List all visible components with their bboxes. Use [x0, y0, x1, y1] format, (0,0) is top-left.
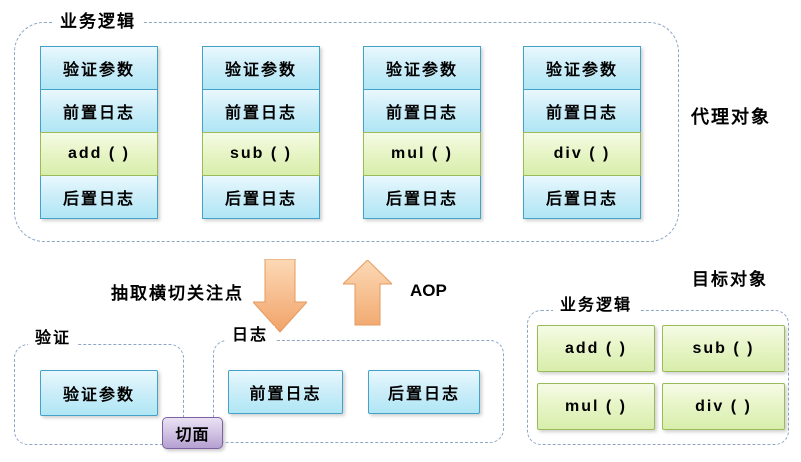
cell-post-log: 后置日志 — [40, 175, 158, 219]
cell-validate-params: 验证参数 — [363, 46, 481, 90]
box-post-log: 后置日志 — [368, 370, 480, 414]
cell-post-log: 后置日志 — [363, 175, 481, 219]
cell-validate-params: 验证参数 — [202, 46, 320, 90]
cell-validate-params: 验证参数 — [40, 46, 158, 90]
down-arrow-icon — [253, 259, 307, 333]
cell-post-log: 后置日志 — [202, 175, 320, 219]
cell-pre-log: 前置日志 — [40, 89, 158, 133]
method-column-div: 验证参数 前置日志 div ( ) 后置日志 — [523, 46, 641, 219]
cell-method-add: add ( ) — [40, 132, 158, 176]
box-pre-log: 前置日志 — [228, 370, 343, 414]
box-method-add: add ( ) — [537, 325, 655, 372]
proxy-group-label: 业务逻辑 — [53, 12, 143, 31]
box-validate-params: 验证参数 — [40, 370, 158, 416]
log-group-label: 日志 — [225, 326, 276, 345]
method-column-add: 验证参数 前置日志 add ( ) 后置日志 — [40, 46, 158, 219]
box-method-div: div ( ) — [662, 383, 785, 430]
box-method-sub: sub ( ) — [662, 325, 785, 372]
target-group-label: 业务逻辑 — [553, 296, 640, 315]
method-column-sub: 验证参数 前置日志 sub ( ) 后置日志 — [202, 46, 320, 219]
cell-post-log: 后置日志 — [523, 175, 641, 219]
cell-pre-log: 前置日志 — [523, 89, 641, 133]
up-arrow-icon — [343, 260, 392, 326]
cell-validate-params: 验证参数 — [523, 46, 641, 90]
cell-pre-log: 前置日志 — [202, 89, 320, 133]
validation-group-border — [14, 344, 184, 445]
proxy-object-group-border — [14, 22, 679, 242]
box-method-mul: mul ( ) — [537, 383, 655, 430]
validation-group-label: 验证 — [28, 329, 79, 348]
cell-method-sub: sub ( ) — [202, 132, 320, 176]
log-group-border — [213, 340, 504, 443]
cell-pre-log: 前置日志 — [363, 89, 481, 133]
aop-label: AOP — [410, 281, 447, 300]
cell-method-div: div ( ) — [523, 132, 641, 176]
proxy-object-caption: 代理对象 — [691, 107, 771, 127]
target-object-caption: 目标对象 — [692, 270, 768, 289]
extract-crosscut-label: 抽取横切关注点 — [111, 284, 244, 303]
target-group-border — [527, 310, 789, 445]
cell-method-mul: mul ( ) — [363, 132, 481, 176]
aspect-badge: 切面 — [162, 417, 223, 449]
method-column-mul: 验证参数 前置日志 mul ( ) 后置日志 — [363, 46, 481, 219]
